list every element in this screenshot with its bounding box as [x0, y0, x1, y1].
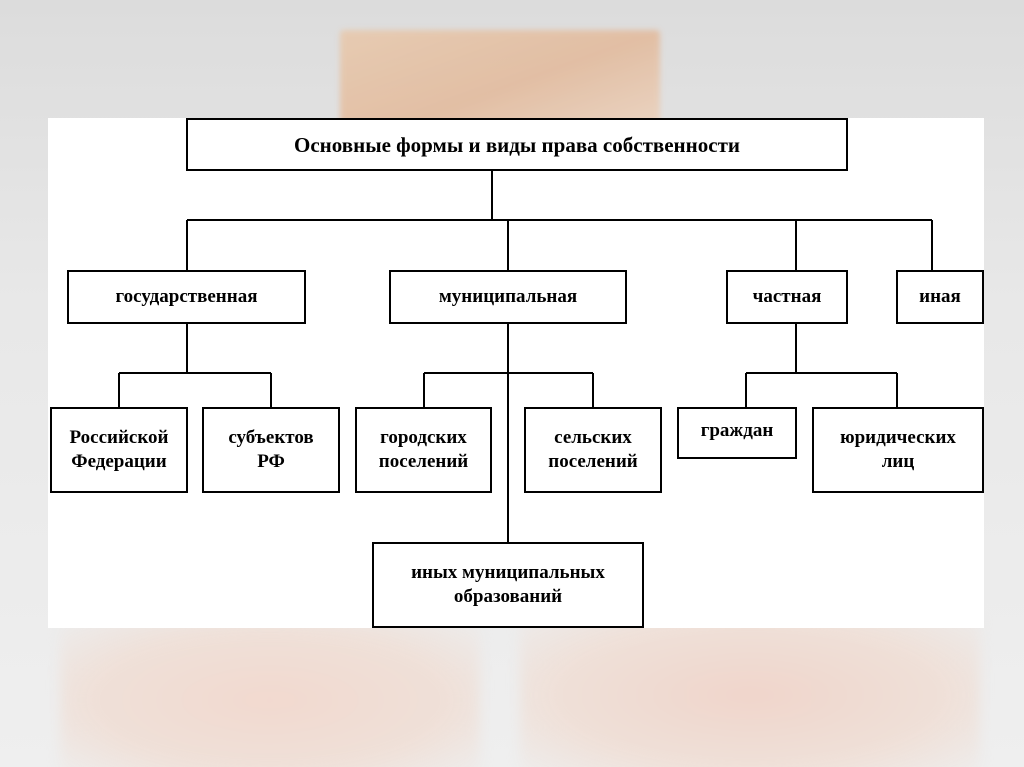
type-other-municipal-box: иных муниципальных образований [372, 542, 644, 628]
background-hand-right [520, 610, 980, 767]
background-hand-left [60, 620, 480, 767]
form-other-box: иная [896, 270, 984, 324]
type-rural-settlements-box: сельских поселений [524, 407, 662, 493]
type-rf-subjects-box: субъектов РФ [202, 407, 340, 493]
type-urban-settlements-box: городских поселений [355, 407, 492, 493]
form-private-box: частная [726, 270, 848, 324]
root-box: Основные формы и виды права собственност… [186, 118, 848, 171]
form-municipal-box: муниципальная [389, 270, 627, 324]
type-russian-federation-box: Российской Федерации [50, 407, 188, 493]
form-state-box: государственная [67, 270, 306, 324]
type-legal-entities-box: юридических лиц [812, 407, 984, 493]
type-citizens-box: граждан [677, 407, 797, 459]
